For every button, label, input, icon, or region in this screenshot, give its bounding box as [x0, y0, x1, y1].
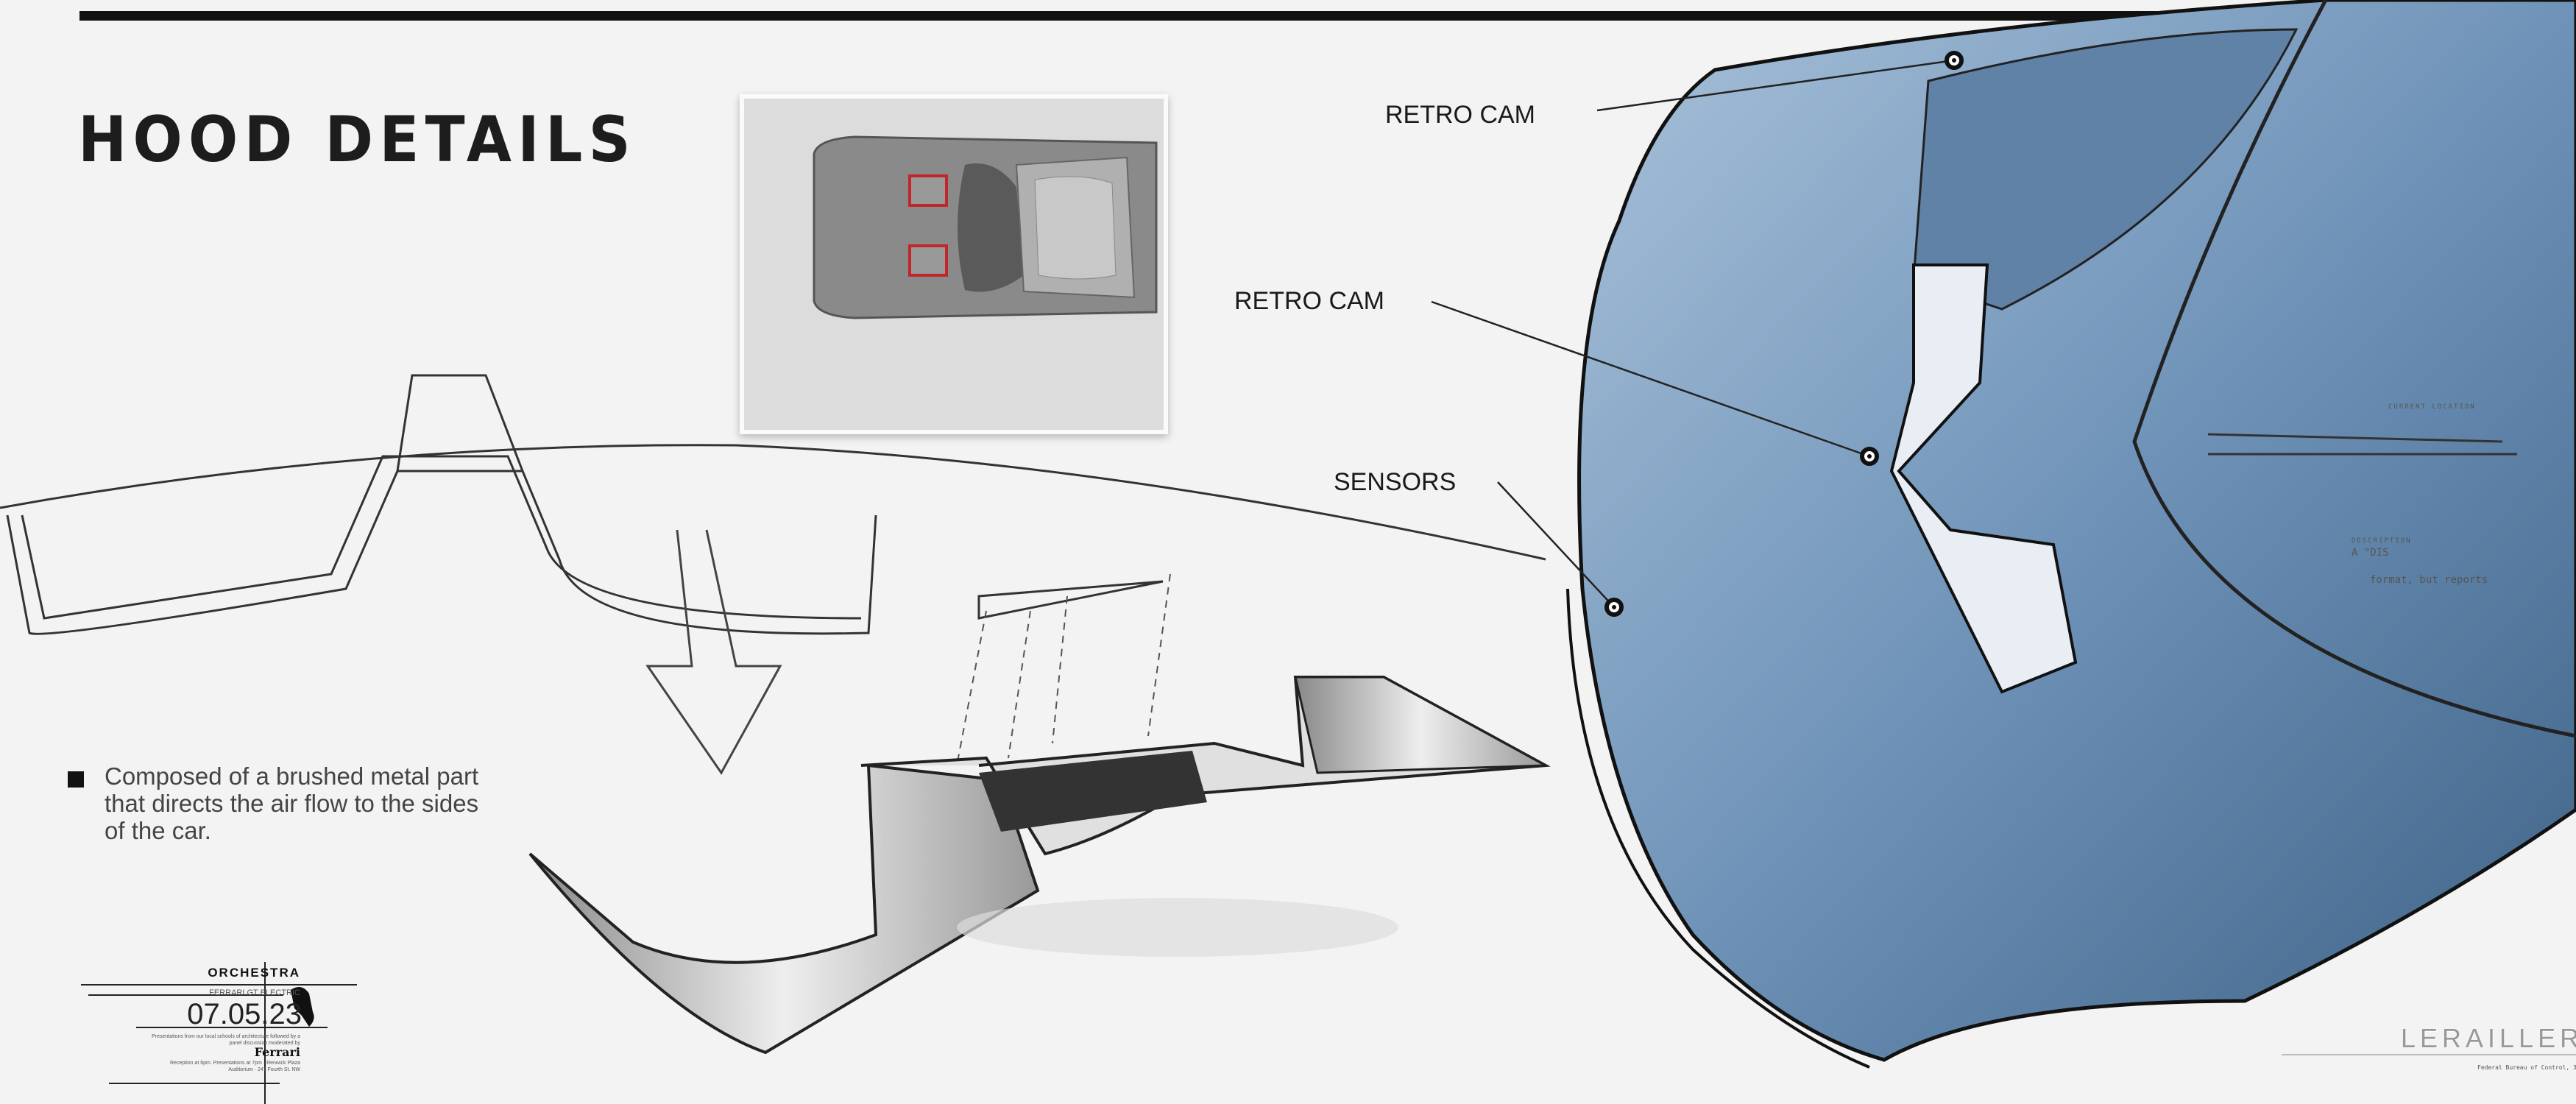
footer-rule — [2282, 1054, 2576, 1055]
callout-marker[interactable] — [1604, 598, 1624, 617]
title-block-description: Presentations from our local schools of … — [152, 1034, 300, 1046]
description-text: Composed of a brushed metal part that di… — [105, 762, 479, 844]
bg-description-body: A "DIS — [2352, 547, 2389, 559]
callout-label-retro-cam: RETRO CAM — [1234, 287, 1384, 315]
top-rule — [79, 11, 2332, 21]
bullet-square — [68, 771, 84, 788]
project-subtitle: FERRARI GT ELECTRIC — [209, 988, 300, 997]
bg-current-location: CURRENT LOCATION — [2388, 403, 2476, 411]
logo-subtitle: Federal Bureau of Control, 35 Thomas — [2477, 1064, 2576, 1071]
callout-label-retro-cam-top: RETRO CAM — [1385, 101, 1535, 129]
page-title: HOOD DETAILS — [78, 103, 637, 177]
callout-marker[interactable] — [1860, 447, 1879, 466]
bg-description-line: format, but reports — [2370, 574, 2488, 586]
title-block-info: Reception at 6pm. Presentations at 7pm ·… — [169, 1061, 300, 1072]
horse-logo — [291, 987, 314, 1027]
designer-logo: LERAILLER — [2401, 1023, 2576, 1053]
callout-marker[interactable] — [1945, 51, 1964, 70]
reference-photo — [740, 94, 1168, 434]
project-date: 07.05.23 — [187, 998, 302, 1030]
callout-label-sensors: SENSORS — [1334, 468, 1457, 496]
project-name: ORCHESTRA — [208, 966, 300, 980]
brand-wordmark: Ferrari — [254, 1045, 300, 1059]
bg-description-label: DESCRIPTION — [2352, 537, 2412, 545]
